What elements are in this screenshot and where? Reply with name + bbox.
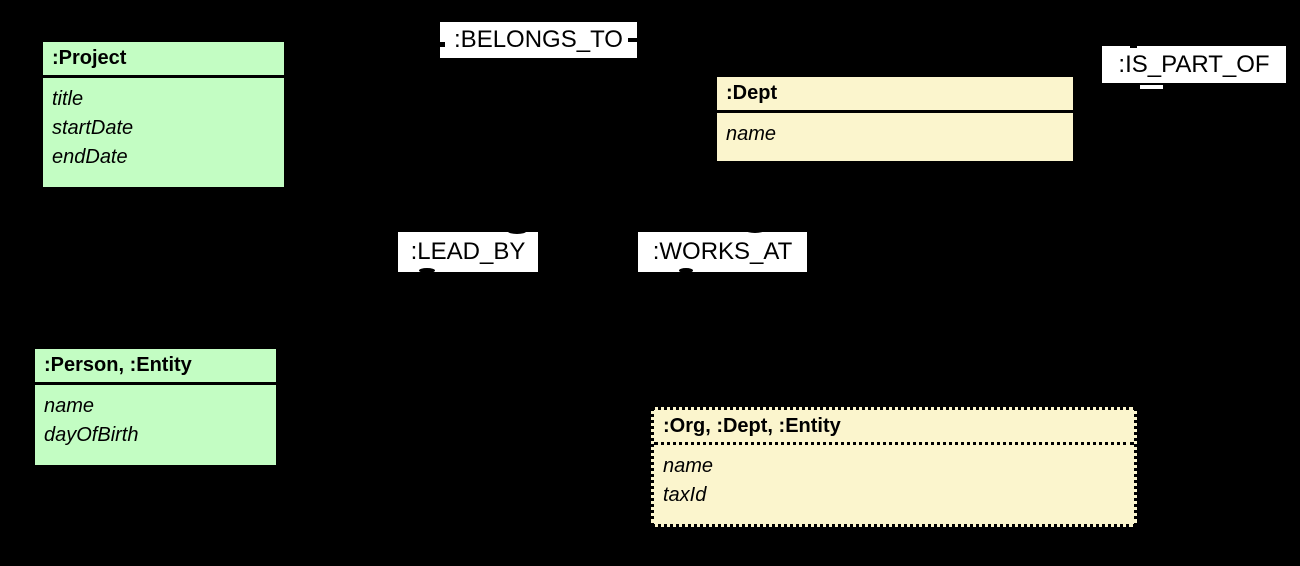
attribute-taxid: taxId: [663, 484, 707, 506]
attribute-title: title: [52, 88, 84, 110]
attribute-dayofbirth: dayOfBirth: [44, 424, 139, 446]
edge-line-fragment: [508, 229, 526, 234]
node-person-entity-attributes: name dayOfBirth: [35, 385, 276, 450]
node-org-dept-entity: :Org, :Dept, :Entity name taxId: [651, 407, 1137, 527]
node-dept-attributes: name: [717, 113, 1073, 149]
attribute-name: name: [663, 455, 714, 477]
edge-arrowhead-fragment: [1140, 85, 1163, 89]
edge-line-fragment: [439, 42, 445, 47]
edge-line-fragment: [419, 268, 435, 273]
node-org-dept-entity-attributes: name taxId: [654, 445, 1134, 510]
node-org-dept-entity-title: :Org, :Dept, :Entity: [654, 410, 1134, 445]
node-dept: :Dept name: [715, 75, 1075, 163]
relationship-label-belongs-to: :BELONGS_TO: [440, 22, 637, 58]
node-project-attributes: title startDate endDate: [43, 78, 284, 172]
node-person-entity: :Person, :Entity name dayOfBirth: [33, 347, 278, 467]
relationship-label-is-part-of: :IS_PART_OF: [1102, 46, 1286, 83]
node-project: :Project title startDate endDate: [41, 40, 286, 189]
edge-line-fragment: [628, 38, 647, 42]
attribute-startdate: startDate: [52, 117, 134, 139]
node-person-entity-title: :Person, :Entity: [35, 349, 276, 385]
node-project-title: :Project: [43, 42, 284, 78]
edge-line-fragment: [1130, 43, 1137, 48]
edge-line-fragment: [746, 228, 764, 233]
relationship-label-lead-by: :LEAD_BY: [398, 232, 538, 272]
relationship-label-works-at: :WORKS_AT: [638, 232, 807, 272]
node-dept-title: :Dept: [717, 77, 1073, 113]
attribute-name: name: [44, 395, 95, 417]
attribute-name: name: [726, 123, 777, 145]
attribute-enddate: endDate: [52, 146, 128, 168]
edge-line-fragment: [679, 268, 693, 273]
